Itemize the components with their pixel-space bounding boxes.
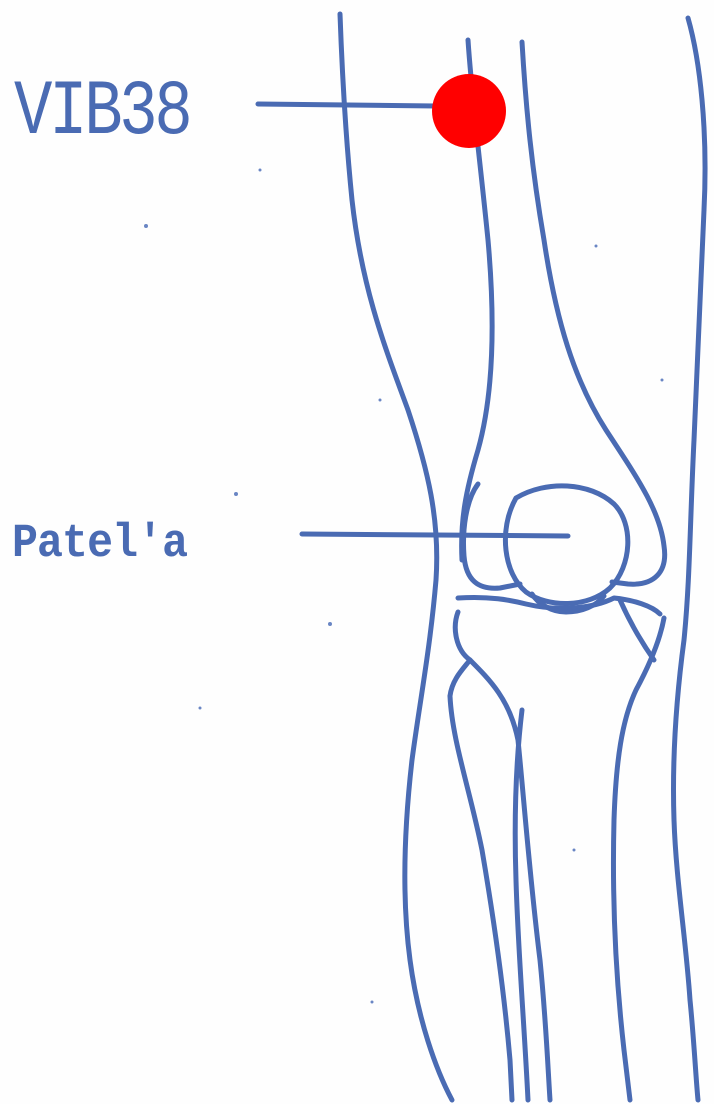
fibula-shaft xyxy=(450,696,512,1100)
acupoint-marker xyxy=(432,74,506,148)
tibia-medial-edge xyxy=(613,618,664,1100)
patella-outline xyxy=(505,486,627,604)
patella-label: Patel'a xyxy=(12,521,187,568)
central-thigh-contour xyxy=(522,42,665,584)
point-label: VIB38 xyxy=(14,74,190,152)
point-leader-line xyxy=(258,104,436,106)
fibula-head xyxy=(450,612,470,696)
outer-leg-contour-left xyxy=(340,14,452,1100)
patella-leader-line xyxy=(302,534,568,536)
outer-leg-contour-right xyxy=(673,18,705,1100)
